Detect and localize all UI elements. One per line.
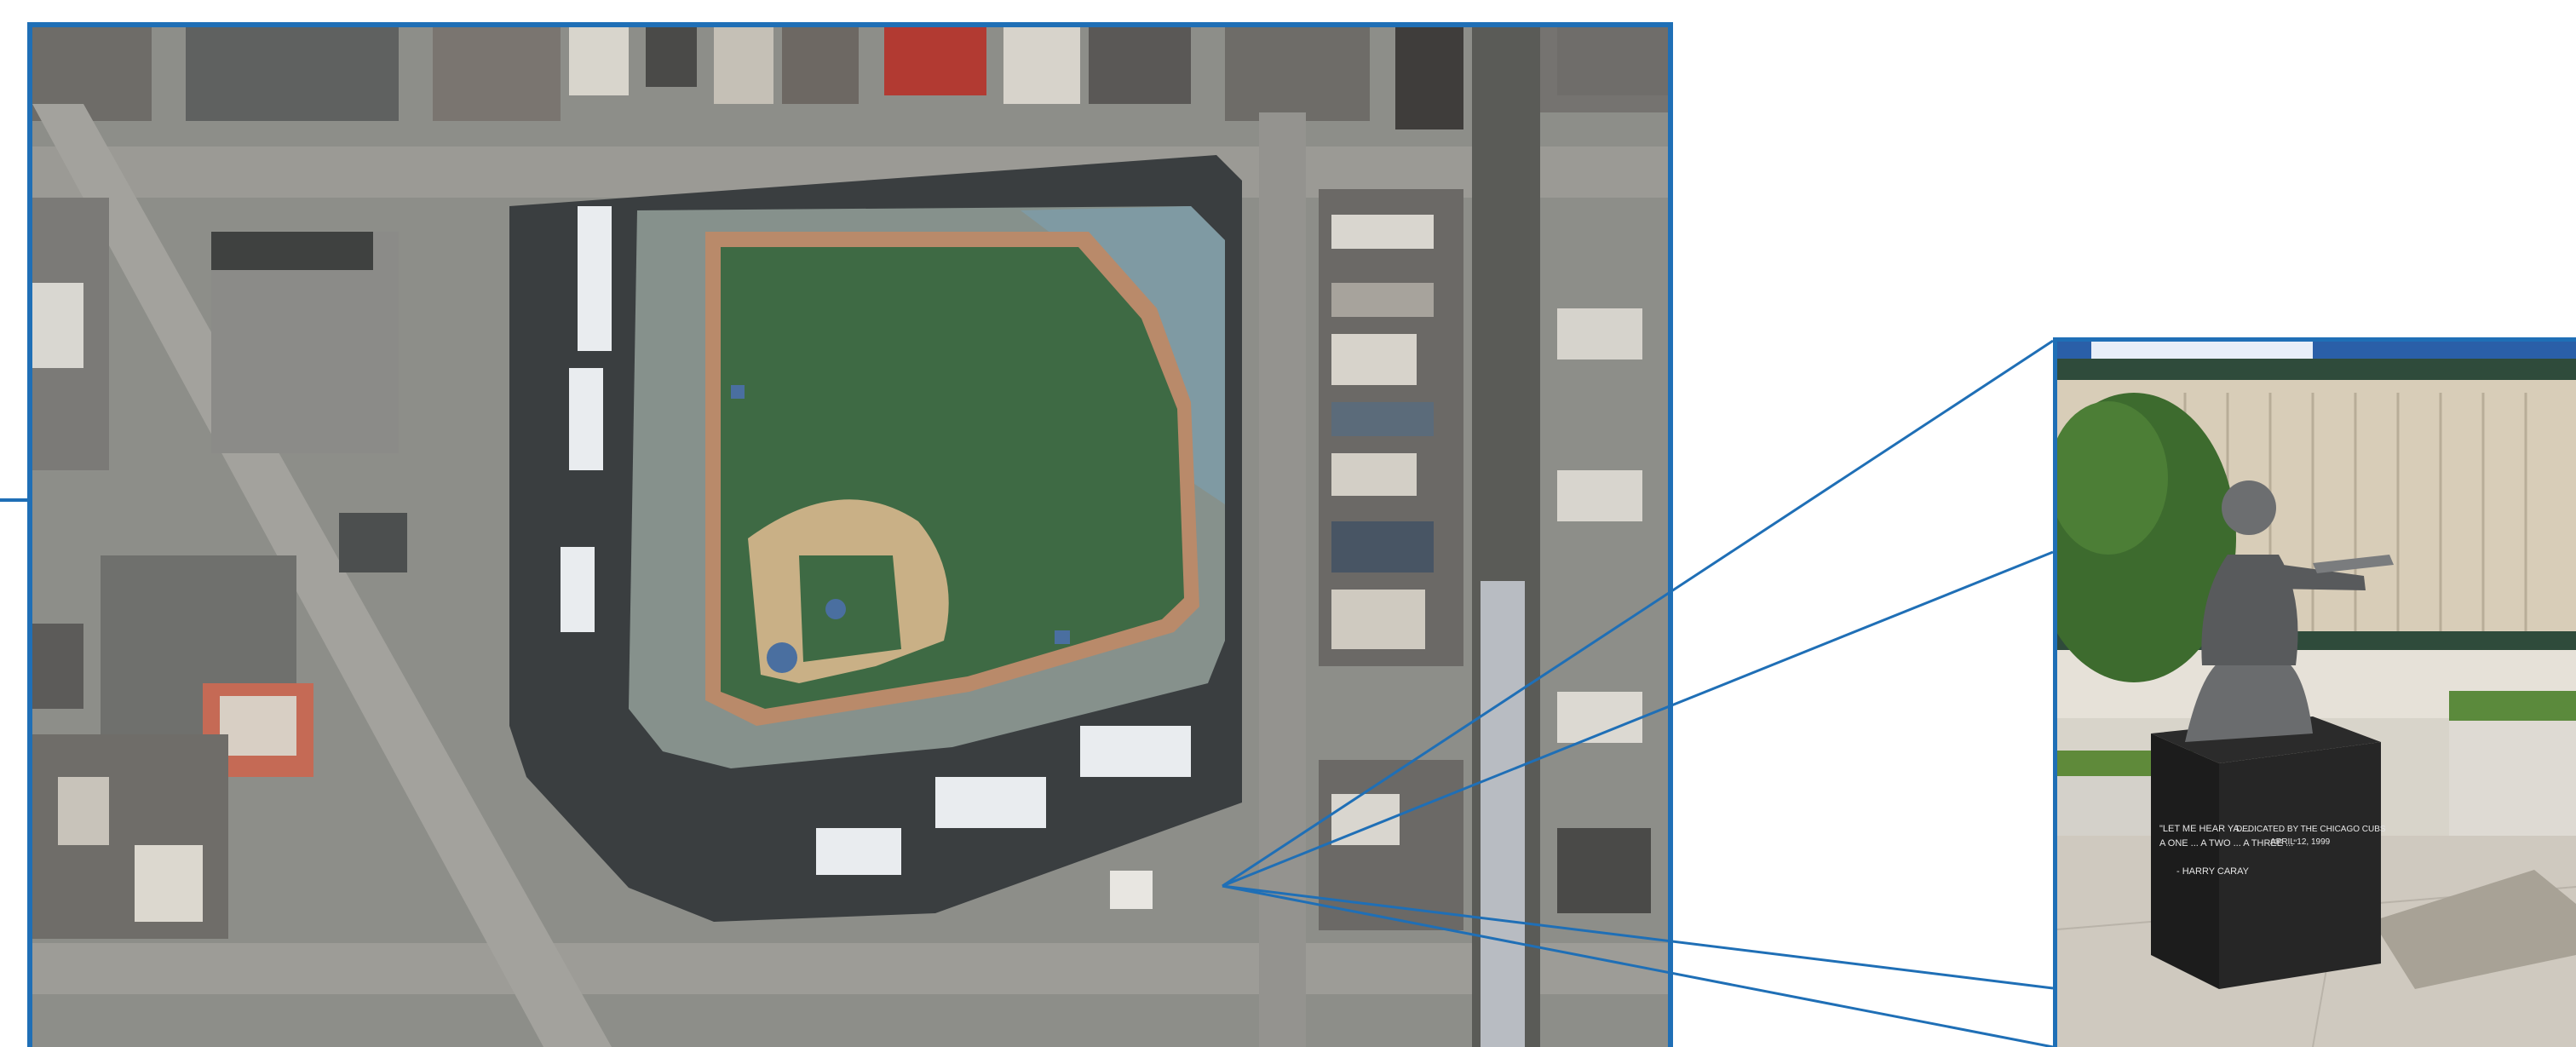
plaza-kiosk <box>1110 871 1153 909</box>
residential-blocks-right <box>1319 189 1463 930</box>
rail-platform <box>1481 581 1525 1047</box>
plaque-right-line2: APRIL 12, 1999 <box>2270 837 2331 847</box>
plaque-left-line2: A ONE ... A TWO ... A THREE ..." <box>2159 838 2297 849</box>
aerial-stadium-photo <box>27 22 1673 1047</box>
plaque-left-line1: "LET ME HEAR YA ... <box>2159 824 2249 834</box>
pedestal-side <box>2151 733 2219 989</box>
planter-right <box>2449 708 2576 836</box>
statue-photo: "LET ME HEAR YA ... A ONE ... A TWO ... … <box>2053 337 2576 1047</box>
pedestal-front <box>2219 742 2381 989</box>
aerial-map-illustration <box>32 27 1668 1047</box>
roof-light-banks <box>561 206 1191 875</box>
city-blocks-top <box>32 27 1668 129</box>
statue-illustration: "LET ME HEAR YA ... A ONE ... A TWO ... … <box>2057 342 2576 1047</box>
plaque-right-line1: DEDICATED BY THE CHICAGO CUBS <box>2236 825 2386 834</box>
diagonal-avenue <box>32 104 612 1047</box>
left-edge-connector-line <box>0 498 27 502</box>
plaque-attribution: - HARRY CARAY <box>2176 866 2250 877</box>
statue-figure <box>2185 480 2394 742</box>
